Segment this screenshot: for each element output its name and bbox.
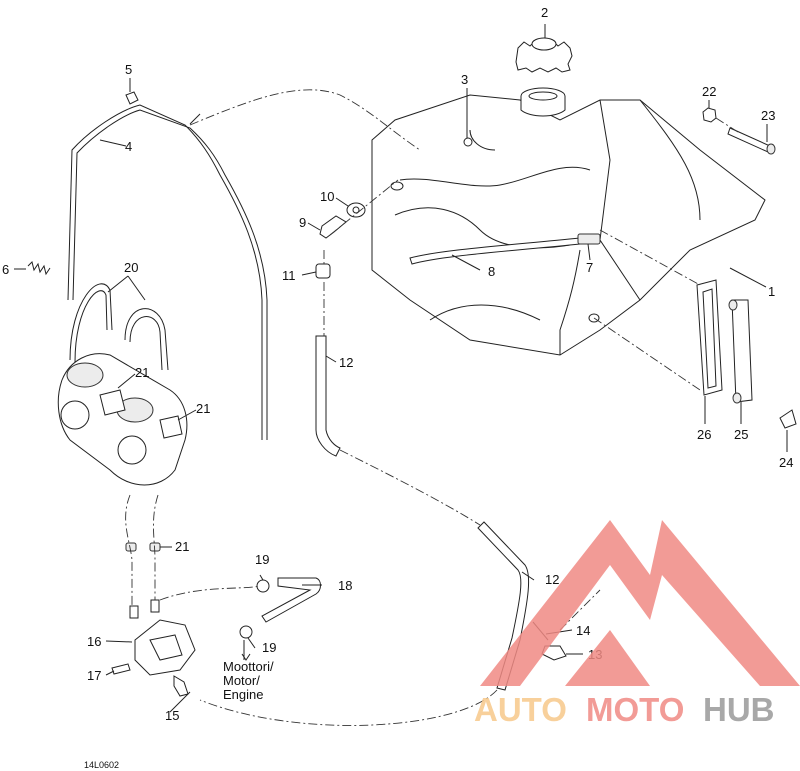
clamps [125,542,161,552]
callout-1: 1 [768,284,775,299]
watermark-word-auto: AUTO [474,691,567,728]
callout-21-middle: 21 [196,401,210,416]
callout-14: 14 [576,623,590,638]
fuel-cap [515,37,573,73]
callout-labels: 1 2 3 4 5 6 7 8 9 10 11 12 12 13 14 15 1… [2,5,793,723]
carburetors [57,283,188,486]
callout-10: 10 [320,189,334,204]
callout-3: 3 [461,72,468,87]
callout-6: 6 [2,262,9,277]
engine-label-en: Engine [223,687,263,702]
callout-21-lower: 21 [175,539,189,554]
tank-fittings [315,202,366,279]
watermark-triangle-inner [565,630,650,686]
nut-and-bolt [702,107,776,155]
callout-9: 9 [299,215,306,230]
engine-hose [239,577,321,639]
callout-15: 15 [165,708,179,723]
callout-21-upper: 21 [135,365,149,380]
callout-12-lower: 12 [545,572,559,587]
figure-code: 14L0602 [84,760,119,770]
callout-25: 25 [734,427,748,442]
callout-4: 4 [125,139,132,154]
watermark-word-hub: HUB [703,691,775,728]
automotohub-watermark-logo: AUTO MOTO HUB [474,520,800,728]
callout-23: 23 [761,108,775,123]
callout-16: 16 [87,634,101,649]
watermark-triangle-outer [480,520,800,686]
callout-20: 20 [124,260,138,275]
callout-12-upper: 12 [339,355,353,370]
callout-19-lower: 19 [262,640,276,655]
callout-26: 26 [697,427,711,442]
engine-label: Moottori/ Motor/ Engine [223,659,274,702]
fuel-pump [111,599,196,697]
watermark-word-moto: MOTO [586,691,684,728]
callout-24: 24 [779,455,793,470]
leader-lines [14,24,788,713]
vent-line [67,91,268,440]
routing-lines [125,89,739,726]
callout-5: 5 [125,62,132,77]
callout-11: 11 [282,268,296,283]
spring [27,261,51,276]
callout-17: 17 [87,668,101,683]
tank-straps [696,279,797,429]
engine-label-de: Motor/ [223,673,260,688]
callout-19-upper: 19 [255,552,269,567]
fuel-hose-upper [315,335,341,457]
callout-7: 7 [586,260,593,275]
callout-8: 8 [488,264,495,279]
callout-22: 22 [702,84,716,99]
fuel-tank [371,87,766,356]
callout-2: 2 [541,5,548,20]
callout-18: 18 [338,578,352,593]
engine-label-fi: Moottori/ [223,659,274,674]
